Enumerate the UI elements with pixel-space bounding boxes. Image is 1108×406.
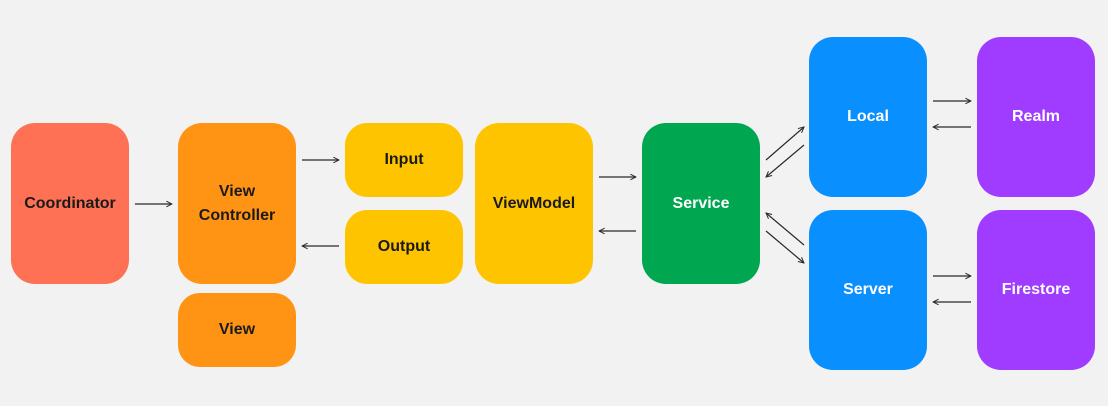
realm-node: Realm [977, 37, 1095, 197]
view-node: View [178, 293, 296, 367]
output-label: Output [377, 238, 431, 255]
view-model-node: ViewModel [475, 123, 593, 284]
arrow-service-to-server [765, 230, 804, 263]
view-controller-label: View Controller [198, 182, 276, 224]
input-label: Input [384, 151, 424, 168]
arrow-server-to-service [766, 213, 805, 246]
arrow-local-to-service [766, 144, 805, 177]
view-controller-node: View Controller [178, 123, 296, 284]
output-node: Output [345, 210, 463, 284]
arrow-service-to-local [765, 127, 804, 161]
firestore-node: Firestore [977, 210, 1095, 370]
view-model-label: ViewModel [492, 194, 576, 212]
server-label: Server [843, 281, 893, 298]
service-label: Service [672, 194, 730, 212]
input-node: Input [345, 123, 463, 197]
server-node: Server [809, 210, 927, 370]
coordinator-node: Coordinator [11, 123, 129, 284]
local-node: Local [809, 37, 927, 197]
view-label: View [218, 321, 256, 338]
realm-label: Realm [1011, 108, 1061, 125]
coordinator-label: Coordinator [24, 194, 116, 212]
service-node: Service [642, 123, 760, 284]
local-label: Local [847, 108, 889, 125]
firestore-label: Firestore [1001, 281, 1071, 298]
